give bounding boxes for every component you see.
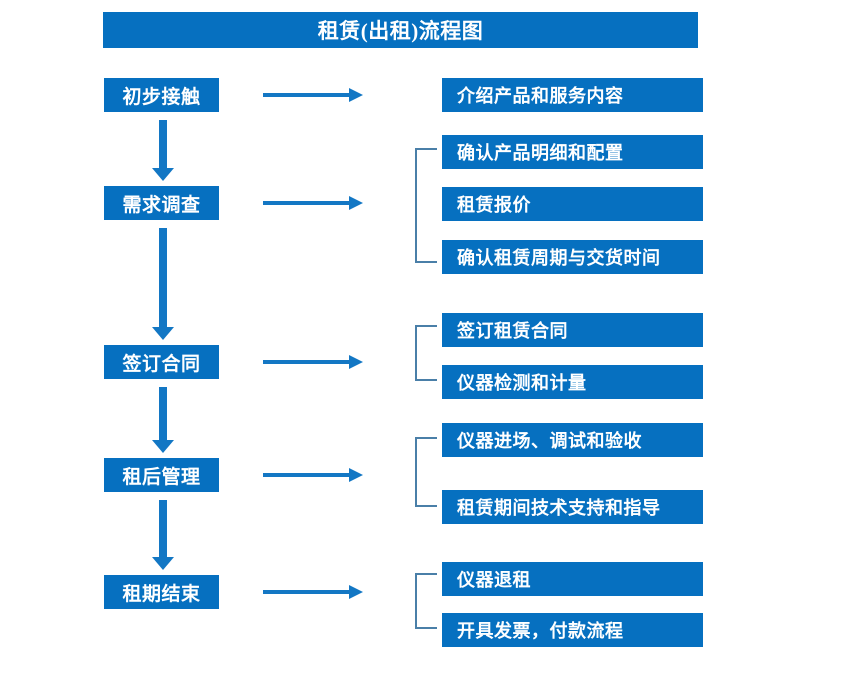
detail-box-instrument-return[interactable]: 仪器退租 [442, 562, 703, 596]
detail-box-rental-quotation[interactable]: 租赁报价 [442, 187, 703, 221]
vertical-arrow-4 [152, 500, 174, 571]
bracket-group-sign-contract [415, 325, 437, 381]
stage-box-initial-contact[interactable]: 初步接触 [104, 78, 219, 112]
vertical-arrow-2 [152, 228, 174, 341]
horizontal-arrow-2 [263, 194, 363, 212]
detail-box-confirm-rental-period[interactable]: 确认租赁周期与交货时间 [442, 240, 703, 274]
stage-box-rental-end[interactable]: 租期结束 [104, 575, 219, 609]
detail-box-technical-support[interactable]: 租赁期间技术支持和指导 [442, 490, 703, 524]
horizontal-arrow-4 [263, 466, 363, 484]
horizontal-arrow-1 [263, 86, 363, 104]
bracket-group-needs-survey [415, 148, 437, 263]
vertical-arrow-3 [152, 387, 174, 454]
detail-box-introduce-products[interactable]: 介绍产品和服务内容 [442, 78, 703, 112]
detail-box-instrument-inspection[interactable]: 仪器检测和计量 [442, 365, 703, 399]
bracket-group-post-rental [415, 437, 437, 507]
diagram-title: 租赁(出租)流程图 [103, 12, 698, 48]
bracket-group-rental-end [415, 573, 437, 629]
stage-box-needs-survey[interactable]: 需求调查 [104, 186, 219, 220]
stage-box-sign-contract[interactable]: 签订合同 [104, 345, 219, 379]
vertical-arrow-1 [152, 120, 174, 182]
stage-box-post-rental-management[interactable]: 租后管理 [104, 458, 219, 492]
detail-box-sign-rental-contract[interactable]: 签订租赁合同 [442, 313, 703, 347]
detail-box-instrument-delivery[interactable]: 仪器进场、调试和验收 [442, 423, 703, 457]
horizontal-arrow-5 [263, 583, 363, 601]
detail-box-invoice-payment[interactable]: 开具发票，付款流程 [442, 613, 703, 647]
horizontal-arrow-3 [263, 353, 363, 371]
detail-box-confirm-product-details[interactable]: 确认产品明细和配置 [442, 135, 703, 169]
